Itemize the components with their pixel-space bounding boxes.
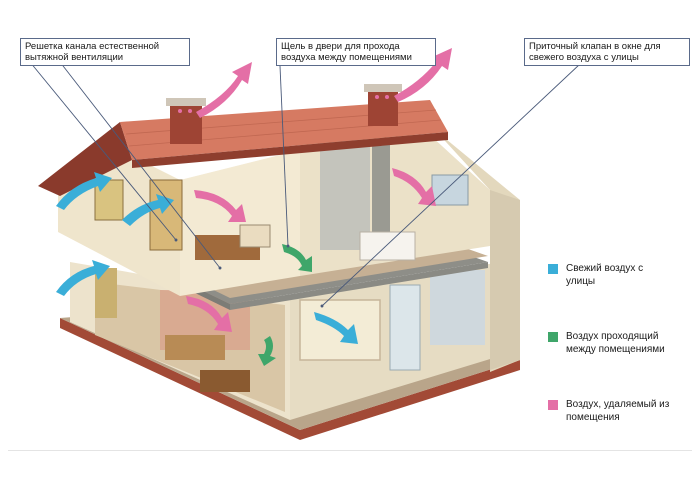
fresh-arrow-ground-window [314,312,358,344]
callout-window-valve: Приточный клапан в окне для свежего возд… [524,38,690,66]
fresh-arrow-ground-left [56,260,110,296]
exhaust-air-arrows [186,48,452,332]
ground-floor [70,262,500,420]
transfer-arrow-ground-door [258,336,276,366]
legend-item-transfer-air: Воздух проходящий между помещениями [548,330,665,356]
exhaust-arrow-upper-living [194,190,246,222]
transfer-air-arrows [258,244,312,366]
exhaust-arrow-upper-bath [392,168,436,206]
chimney-left [166,98,206,144]
legend-label-fresh-air: Свежий воздух с улицы [566,263,644,287]
right-gable [435,130,520,372]
leader-lines [29,61,581,308]
leader-line-exhaust-grille [29,61,178,242]
callout-door-gap: Щель в двери для прохода воздуха между п… [276,38,436,66]
legend-label-transfer-air: Воздух проходящий между помещениями [566,331,665,355]
callout-exhaust-grille: Решетка канала естественной вытяжной вен… [20,38,190,66]
fresh-air-arrows [56,172,358,344]
leader-line-window-valve [320,63,581,308]
bottom-divider [8,450,692,451]
leader-line-exhaust-grille-2 [59,61,222,270]
exhaust-air-swatch [548,400,558,410]
legend-item-exhaust-air: Воздух, удаляемый из помещения [548,398,669,424]
fresh-air-swatch [548,264,558,274]
legend-label-exhaust-air: Воздух, удаляемый из помещения [566,399,670,423]
fresh-arrow-upper-mid [122,194,174,226]
transfer-air-swatch [548,332,558,342]
upper-floor [58,135,490,296]
transfer-arrow-upper-door [282,244,312,272]
exhaust-arrow-chimney-right [394,48,452,102]
roof [38,100,448,196]
exhaust-arrow-ground-kitchen [186,296,232,332]
legend-item-fresh-air: Свежий воздух с улицы [548,262,643,288]
leader-line-door-gap [279,65,290,248]
chimney-right [364,84,402,126]
fresh-arrow-upper-left [56,172,112,210]
exhaust-arrow-chimney-left [196,62,252,118]
